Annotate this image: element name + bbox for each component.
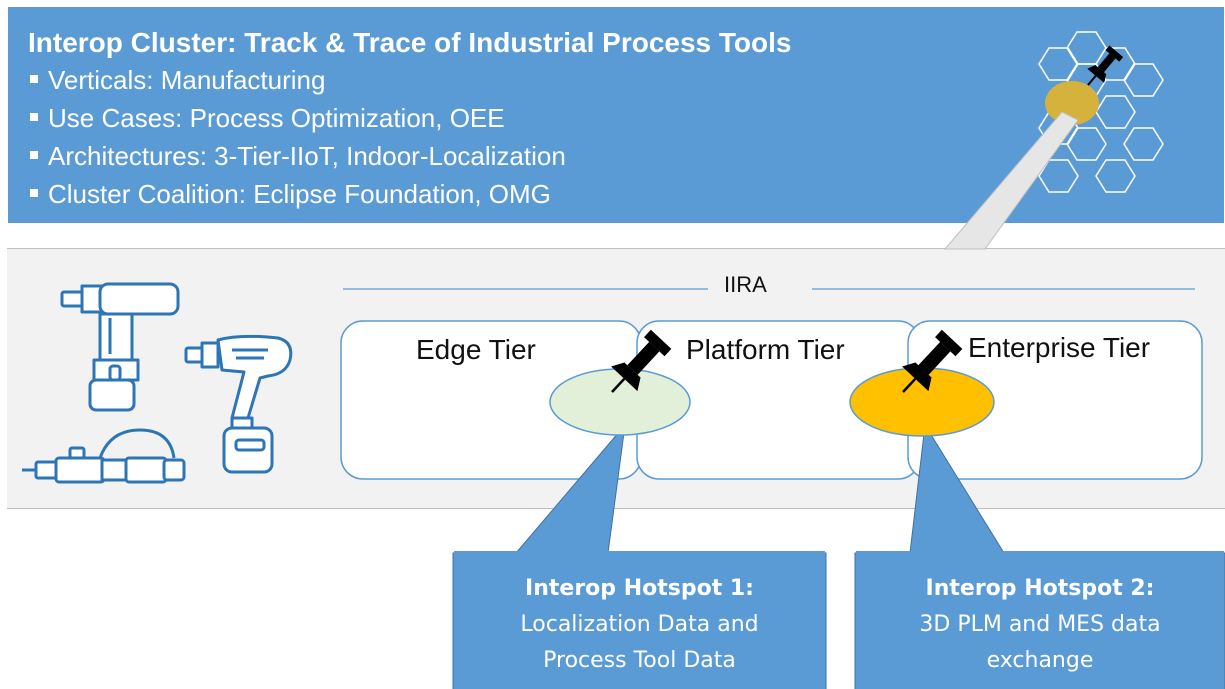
bullet-icon	[30, 113, 38, 122]
header-banner: Interop Cluster: Track & Trace of Indust…	[8, 7, 1224, 223]
bullet-text: Cluster Coalition: Eclipse Foundation, O…	[48, 179, 551, 209]
header-title: Interop Cluster: Track & Trace of Indust…	[28, 27, 792, 58]
bullet-use-cases: Use Cases: Process Optimization, OEE	[30, 103, 505, 134]
hotspot-2-callout-shape	[854, 423, 1225, 689]
bullet-text: Use Cases: Process Optimization, OEE	[48, 103, 505, 133]
cordless-screwdriver-icon	[22, 428, 186, 484]
pushpin-icon	[1087, 45, 1124, 86]
bullet-icon	[30, 189, 38, 198]
pushpin-icon	[902, 329, 963, 393]
hex-highlight-ellipse	[1045, 81, 1099, 125]
hotspot-1-line-2: Process Tool Data	[543, 648, 736, 673]
hotspot-2-line-1: 3D PLM and MES data	[919, 612, 1161, 637]
edge-tier-label: Edge Tier	[416, 334, 536, 365]
rivet-gun-icon	[60, 282, 180, 412]
bullet-cluster-coalition: Cluster Coalition: Eclipse Foundation, O…	[30, 179, 551, 210]
impact-wrench-icon	[184, 334, 293, 474]
hotspot-1-line-1: Localization Data and	[520, 612, 759, 637]
hotspot-1-title: Interop Hotspot 1:	[525, 576, 754, 601]
enterprise-tier-label: Enterprise Tier	[968, 332, 1151, 363]
hotspot-2-line-2: exchange	[986, 648, 1094, 673]
bullet-verticals: Verticals: Manufacturing	[30, 65, 325, 96]
iira-label: IIRA	[724, 272, 767, 297]
bullet-icon	[30, 75, 38, 84]
hotspot-2-title: Interop Hotspot 2:	[925, 576, 1155, 601]
bullet-text: Architectures: 3-Tier-IIoT, Indoor-Local…	[48, 141, 566, 171]
hotspot-1-callout-shape	[452, 423, 827, 689]
platform-tier-label: Platform Tier	[686, 334, 845, 365]
bullet-icon	[30, 151, 38, 160]
hotspot-1-text: Interop Hotspot 1: Localization Data and…	[453, 571, 826, 679]
hotspot-1-ellipse	[549, 368, 691, 436]
hotspot-2-text: Interop Hotspot 2: 3D PLM and MES data e…	[855, 571, 1225, 679]
bullet-architectures: Architectures: 3-Tier-IIoT, Indoor-Local…	[30, 141, 566, 172]
pushpin-icon	[611, 329, 672, 393]
zoom-connector	[943, 111, 1079, 250]
bullet-text: Verticals: Manufacturing	[48, 65, 326, 95]
